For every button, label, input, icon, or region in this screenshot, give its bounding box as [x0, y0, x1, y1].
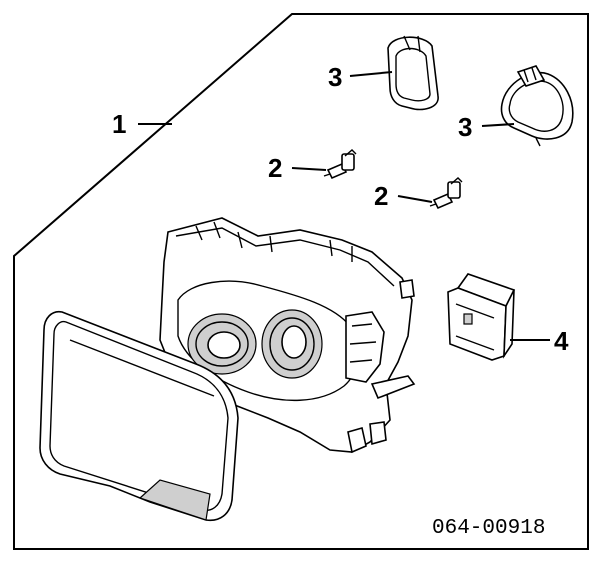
leader-line-clip-left	[349, 71, 393, 77]
callout-bulb-right: 2	[374, 181, 388, 211]
leader-line-bulb-left	[291, 167, 327, 171]
callout-bulb-left: 2	[268, 153, 282, 183]
diagram-frame	[13, 13, 589, 550]
bulb-right[interactable]	[429, 177, 463, 210]
callout-clip-right: 3	[458, 112, 472, 142]
leader-line-clip-right	[481, 123, 515, 127]
control-module[interactable]	[447, 273, 516, 361]
headlamp-lens[interactable]	[39, 310, 239, 522]
bulb-left[interactable]	[323, 149, 357, 180]
retaining-clip-left[interactable]	[387, 35, 439, 111]
retaining-clip-right[interactable]	[500, 65, 574, 147]
leader-line-bulb-right	[397, 195, 433, 203]
callout-housing: 1	[112, 109, 126, 139]
callout-module: 4	[554, 326, 569, 356]
callout-clip-left: 3	[328, 62, 342, 92]
diagram-code: 064-00918	[432, 517, 545, 540]
